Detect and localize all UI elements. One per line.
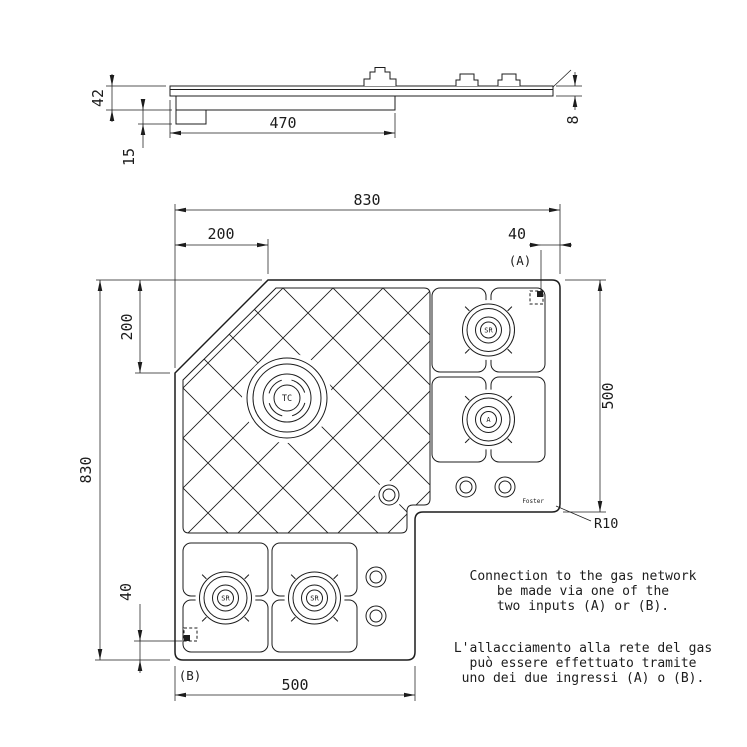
input-a-label: (A)	[509, 253, 532, 268]
dim-500-bottom: 500	[174, 666, 416, 701]
burner-a-right-label: A	[486, 416, 491, 424]
plan-view-section: TC SR A SR SR Foster	[174, 279, 561, 661]
dim-470: 470	[169, 100, 396, 138]
dim-500-bottom-label: 500	[281, 676, 308, 694]
dim-15: 15	[120, 99, 172, 166]
burner-cap-profile-1	[363, 67, 397, 86]
dim-830-left: 830	[77, 280, 170, 661]
knob-right-1	[455, 476, 477, 498]
dim-40-top-label: 40	[508, 225, 526, 243]
dim-500-right: 500	[563, 279, 617, 513]
side-body-tub	[175, 96, 396, 111]
dim-200-top-label: 200	[207, 225, 234, 243]
knob-right-2	[494, 476, 516, 498]
burner-tc: TC	[242, 353, 332, 443]
note-it-line2: può essere effettuato tramite	[470, 656, 697, 671]
note-en-line2: be made via one of the	[497, 584, 669, 599]
knob-inner-corner	[378, 484, 400, 506]
burner-cap-profile-2	[455, 73, 479, 86]
dim-830-top: 830	[174, 191, 561, 368]
hob-side-profile	[169, 67, 572, 125]
gas-input-a-marker	[529, 290, 544, 305]
dim-40-top: 40	[508, 225, 572, 291]
dim-40-bottom-left-label: 40	[117, 583, 135, 601]
burner-sr-bottom-left-label: SR	[221, 595, 230, 603]
dim-42: 42	[89, 74, 172, 122]
dim-15-label: 15	[120, 148, 138, 166]
dim-200-left: 200	[96, 279, 262, 374]
edge-leader-line	[552, 69, 572, 88]
side-gas-connection-block	[175, 110, 207, 125]
dim-8: 8	[556, 72, 582, 125]
note-it-line1: L'allacciamento alla rete del gas	[454, 641, 712, 656]
dim-200-left-label: 200	[118, 313, 136, 340]
knob-bottom-2	[365, 605, 387, 627]
dim-500-right-label: 500	[599, 382, 617, 409]
dim-830-top-label: 830	[353, 191, 380, 209]
burner-tc-label: TC	[282, 394, 292, 404]
dim-830-left-label: 830	[77, 456, 95, 483]
corner-radius-label: R10	[594, 516, 618, 532]
note-en-line3: two inputs (A) or (B).	[497, 599, 669, 614]
burner-cap-profile-3	[497, 73, 521, 86]
dim-40-bottom-left: 40	[117, 583, 182, 673]
dim-42-label: 42	[89, 89, 107, 107]
input-b-label: (B)	[179, 668, 202, 683]
brand-mark: Foster	[522, 498, 544, 505]
dim-r10: R10	[555, 505, 618, 532]
burner-sr-right-label: SR	[484, 327, 493, 335]
dim-200-top: 200	[175, 225, 269, 274]
installation-notes: Connection to the gas network be made vi…	[454, 569, 712, 686]
plan-dimensions: 830 200 40 (A) 200 830	[77, 191, 618, 701]
knob-bottom-1	[365, 566, 387, 588]
dim-8-label: 8	[564, 115, 582, 124]
note-en-line1: Connection to the gas network	[470, 569, 697, 584]
gas-input-b-marker	[183, 627, 198, 642]
burner-sr-bottom-right-label: SR	[310, 595, 319, 603]
note-it-line3: uno dei due ingressi (A) o (B).	[462, 671, 705, 686]
dim-470-label: 470	[269, 114, 296, 132]
side-view-section: 42 15 470 8	[89, 67, 582, 166]
side-plate	[169, 85, 554, 97]
